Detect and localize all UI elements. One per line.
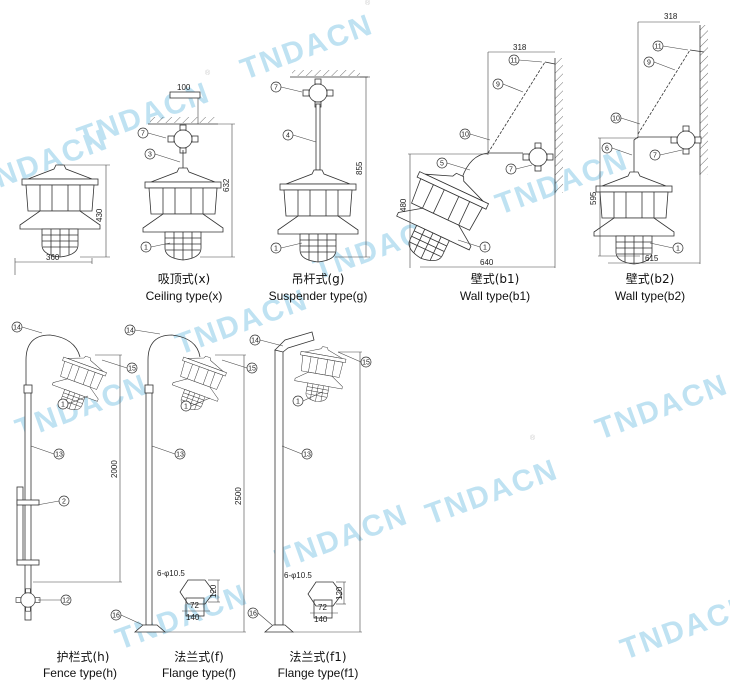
figure-plain-lamp: 360 430: [14, 164, 110, 275]
caption-en: Flange type(f): [162, 666, 236, 680]
caption-cn: 壁式(b1): [471, 271, 520, 286]
svg-text:7: 7: [141, 131, 145, 138]
watermark: TNDACN: [616, 588, 730, 666]
figure-wall-type-b1: 318 480 640 11 9 10 5 7 1 壁式(b1) Wall ty…: [384, 43, 563, 303]
figure-ceiling-type: 100 632 7 3 1 吸顶式(x) Ceiling type(x): [137, 83, 235, 303]
svg-text:14: 14: [13, 325, 21, 332]
svg-text:12: 12: [62, 598, 70, 605]
svg-text:14: 14: [126, 328, 134, 335]
dim-holes: 6-φ10.5: [157, 569, 185, 578]
watermark: TNDACN: [271, 498, 413, 576]
dim-height: 632: [222, 178, 231, 192]
caption-en: Fence type(h): [43, 666, 117, 680]
figure-flange-type-f: 2500 6-φ10.5 120 72 140 14 15 1 13 16 法兰…: [110, 324, 258, 680]
caption-cn: 护栏式(h): [57, 649, 110, 664]
dim-width: 615: [645, 254, 659, 263]
registered-mark: ®: [205, 69, 211, 77]
svg-text:1: 1: [61, 402, 65, 409]
caption-en: Wall type(b1): [460, 289, 530, 303]
figure-wall-type-b2: 318 595 615 11 9 10 6 7 1 壁式(b2) Wall ty…: [589, 12, 708, 303]
dim-top: 318: [664, 12, 678, 21]
callouts: 7 3 1: [137, 127, 181, 253]
dim-top: 318: [513, 43, 527, 52]
svg-text:16: 16: [112, 613, 120, 620]
callouts: 14 15 1 13 16: [247, 334, 372, 626]
svg-text:72: 72: [318, 603, 327, 612]
dim-height: 855: [355, 161, 364, 175]
dim-height: 480: [399, 198, 408, 212]
watermark: TNDACN: [111, 578, 253, 656]
dim-width: 640: [480, 258, 494, 267]
dim-holes: 6-φ10.5: [284, 571, 312, 580]
dim-height: 430: [95, 208, 104, 222]
caption-en: Ceiling type(x): [146, 289, 223, 303]
svg-text:10: 10: [612, 116, 620, 123]
svg-text:120: 120: [335, 586, 344, 600]
figure-fence-type: 2000 14 15 1 13 2 12 护栏式(h) Fence type(h…: [11, 321, 138, 680]
caption-cn: 法兰式(f): [174, 650, 224, 664]
caption-cn: 壁式(b2): [626, 271, 675, 286]
svg-text:140: 140: [186, 613, 200, 622]
registered-mark: ®: [530, 434, 536, 442]
watermark: TNDACN: [591, 368, 730, 446]
svg-text:1: 1: [676, 246, 680, 253]
svg-text:7: 7: [653, 153, 657, 160]
svg-text:6: 6: [605, 146, 609, 153]
callouts: 7 4 1: [270, 81, 317, 254]
svg-text:10: 10: [461, 132, 469, 139]
svg-text:1: 1: [483, 245, 487, 252]
figure-flange-type-f1: 6-φ10.5 120 72 140 14 15 1 13 16 法兰式(f1)…: [247, 331, 372, 680]
svg-text:5: 5: [440, 161, 444, 168]
dim-height: 2500: [234, 487, 243, 505]
caption-cn: 法兰式(f1): [289, 650, 346, 664]
caption-cn: 吊杆式(g): [292, 272, 345, 286]
svg-text:14: 14: [251, 338, 259, 345]
svg-text:9: 9: [647, 60, 651, 67]
svg-text:16: 16: [249, 611, 257, 618]
svg-text:3: 3: [148, 152, 152, 159]
svg-text:11: 11: [510, 58, 517, 65]
watermark: TNDACN: [421, 453, 563, 531]
svg-text:7: 7: [274, 85, 278, 92]
dim-height: 2000: [110, 460, 119, 478]
svg-text:1: 1: [144, 245, 148, 252]
caption-en: Flange type(f1): [278, 666, 359, 680]
watermarks: TNDACN TNDACN TNDACN TNDACN TNDACN TNDAC…: [0, 0, 730, 667]
svg-text:1: 1: [274, 246, 278, 253]
svg-text:4: 4: [286, 133, 290, 140]
flange-detail: 6-φ10.5 120 72 140: [284, 571, 346, 624]
svg-text:13: 13: [176, 452, 184, 459]
flange-detail: 6-φ10.5 120 72 140: [157, 569, 220, 622]
registered-mark: ®: [365, 0, 371, 7]
svg-text:15: 15: [362, 360, 370, 367]
svg-text:15: 15: [128, 366, 136, 373]
svg-text:140: 140: [314, 615, 328, 624]
caption-cn: 吸顶式(x): [158, 272, 210, 286]
svg-text:1: 1: [184, 404, 188, 411]
caption-en: Suspender type(g): [269, 289, 368, 303]
callouts: 11 9 10 5 7 1: [436, 54, 543, 253]
svg-text:11: 11: [654, 44, 661, 51]
svg-text:2: 2: [62, 499, 66, 506]
svg-text:13: 13: [55, 452, 63, 459]
svg-text:13: 13: [303, 452, 311, 459]
dim-height: 595: [589, 191, 598, 205]
callouts: 14 15 1 13 2 12: [11, 321, 138, 606]
dim-width: 360: [46, 253, 60, 262]
svg-text:120: 120: [209, 584, 218, 598]
dim-top: 100: [177, 83, 191, 92]
svg-text:15: 15: [248, 366, 256, 373]
callouts: 11 9 10 6 7 1: [601, 40, 689, 254]
svg-text:7: 7: [509, 167, 513, 174]
watermark: TNDACN: [73, 76, 215, 154]
svg-text:1: 1: [296, 399, 300, 406]
figure-suspender-type: 855 7 4 1 吊杆式(g) Suspender type(g): [269, 70, 370, 303]
svg-text:9: 9: [496, 82, 500, 89]
caption-en: Wall type(b2): [615, 289, 685, 303]
svg-text:72: 72: [190, 601, 199, 610]
callouts: 14 15 1 13 16: [110, 324, 258, 626]
